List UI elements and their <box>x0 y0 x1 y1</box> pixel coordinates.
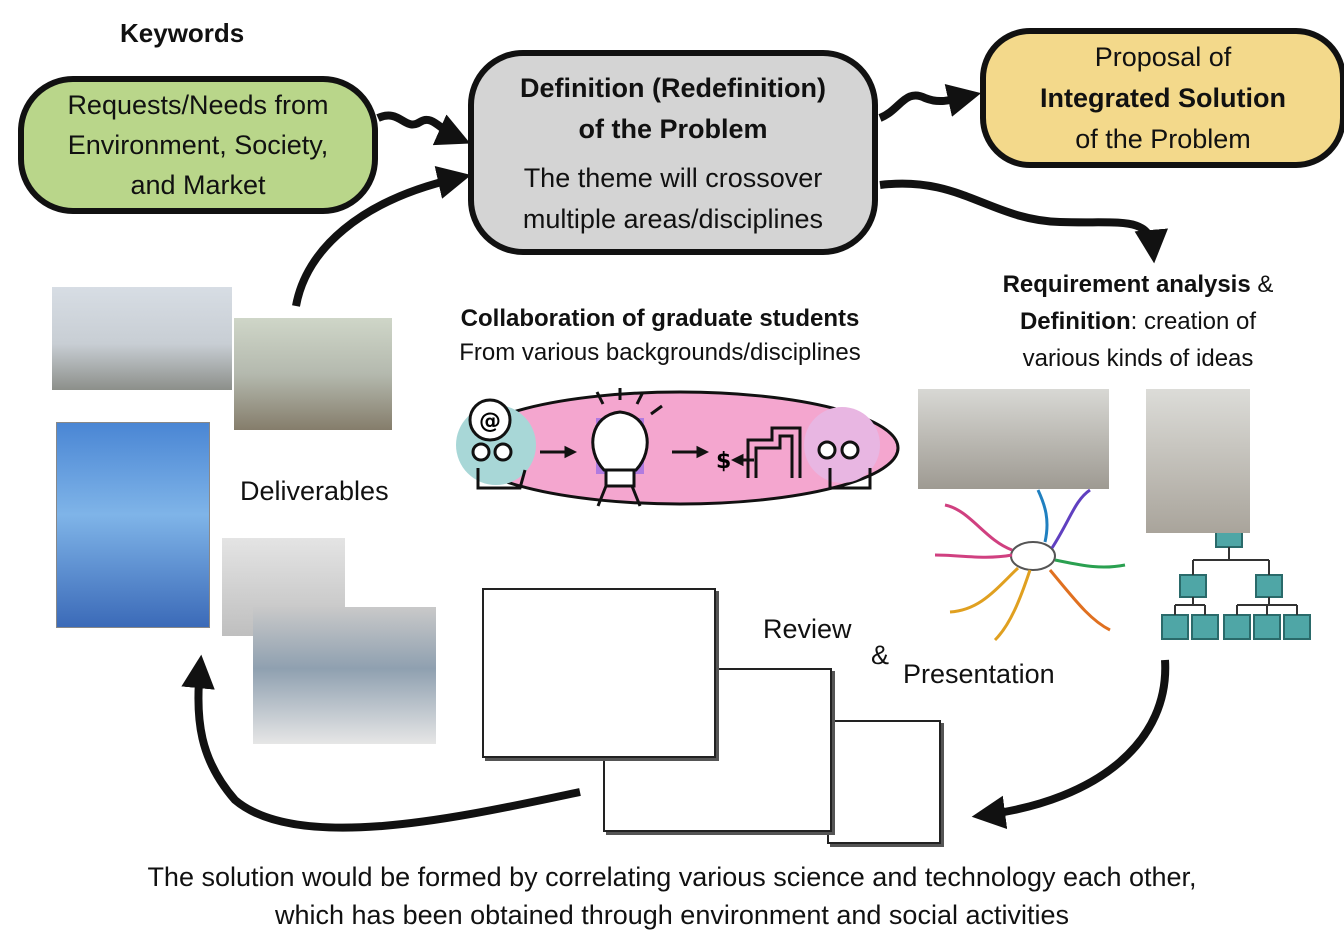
arrow-deliverables-to-definition <box>292 166 472 307</box>
definition-desc-2: multiple areas/disciplines <box>522 204 824 234</box>
workshop-photo <box>253 607 436 744</box>
presentation-label: Presentation <box>903 659 1055 689</box>
arrow-requirement-to-review <box>971 659 1170 830</box>
collaboration-subtitle: From various backgrounds/disciplines <box>459 339 861 366</box>
mind-map-icon <box>934 488 1126 642</box>
document-page-3 <box>827 720 941 844</box>
keywords-title: Keywords <box>120 18 245 48</box>
requirement-bold-1: Requirement analysis <box>1002 271 1251 298</box>
requirement-amp: & <box>1250 271 1274 298</box>
collaboration-title: Collaboration of graduate students <box>460 305 860 332</box>
footer-line-2: which has been obtained through environm… <box>275 900 1069 930</box>
arrow-definition-to-requirement <box>879 179 1168 264</box>
needs-line-1: Requests/Needs from <box>67 90 329 120</box>
needs-line-3: and Market <box>130 170 266 200</box>
definition-desc-1: The theme will crossover <box>523 163 823 193</box>
requirement-text: Requirement analysis & Definition: creat… <box>948 266 1328 377</box>
at-sign-person-icon: @ <box>456 398 536 490</box>
deliverables-label: Deliverables <box>240 476 389 506</box>
document-page-1 <box>482 588 716 758</box>
proposal-box: Proposal of Integrated Solution of the P… <box>980 28 1344 168</box>
proposal-line-2: Integrated Solution <box>1040 82 1286 113</box>
definition-title-1: Definition (Redefinition) <box>520 73 826 103</box>
svg-text:@: @ <box>479 409 501 434</box>
proposal-line-1: Proposal of <box>1094 41 1232 72</box>
team-photo <box>52 287 232 390</box>
lightbulb-icon <box>591 388 663 507</box>
proposal-line-3: of the Problem <box>1075 123 1251 154</box>
footer-line-1: The solution would be formed by correlat… <box>147 862 1197 892</box>
org-chart-icon <box>1161 524 1311 640</box>
dollar-sign-icon: $ <box>716 449 731 474</box>
requirement-rest: : creation of <box>1130 308 1257 335</box>
construction-photo <box>234 318 392 430</box>
needs-line-2: Environment, Society, <box>67 130 329 160</box>
definition-box: Definition (Redefinition) of the Problem… <box>468 50 878 255</box>
robot-poster <box>56 422 210 628</box>
arrow-needs-to-definition <box>376 111 471 146</box>
arrow-definition-to-proposal <box>878 83 982 122</box>
collaboration-illustration: @ $ <box>456 388 900 507</box>
definition-title-2: of the Problem <box>578 114 768 144</box>
review-label: Review <box>763 614 852 644</box>
stairs-icon <box>746 426 802 478</box>
arrow-review-to-deliverables <box>181 654 581 832</box>
ampersand-label: & <box>871 640 890 670</box>
person-icon <box>804 407 880 490</box>
requirement-line-3: various kinds of ideas <box>1022 345 1254 372</box>
footer-caption: The solution would be formed by correlat… <box>0 858 1344 934</box>
needs-box: Requests/Needs from Environment, Society… <box>18 76 378 214</box>
requirement-bold-2: Definition <box>1019 308 1131 335</box>
meeting-photo <box>918 389 1109 489</box>
group-photo <box>1146 389 1250 533</box>
collaboration-text: Collaboration of graduate students From … <box>400 302 920 370</box>
